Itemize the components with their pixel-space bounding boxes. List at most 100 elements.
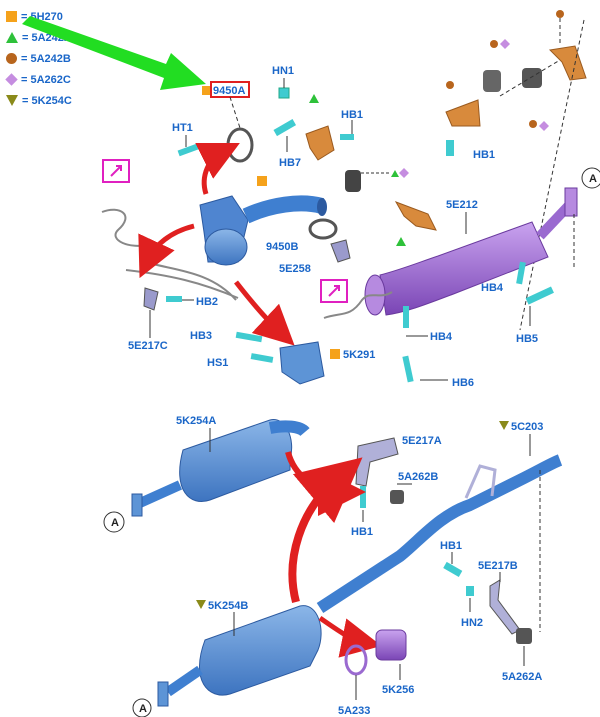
connector-A-bottom xyxy=(132,698,152,717)
external-link-icon xyxy=(328,285,340,297)
legend-label: = xyxy=(21,73,31,86)
diesel-particulate-filter-5E212 xyxy=(364,187,578,316)
external-link-icon xyxy=(110,165,122,177)
part-label-HT1: HT1 xyxy=(172,122,193,134)
fastener-HB5 xyxy=(525,286,554,326)
triangle-down-icon xyxy=(6,95,18,106)
fastener-HB3 xyxy=(235,331,263,343)
square-marker xyxy=(202,86,211,95)
legend-item: = 5A242B xyxy=(6,48,72,69)
part-label-HB1-top: HB1 xyxy=(341,109,363,121)
sensor-harness-mid xyxy=(323,291,393,319)
legend-label: = xyxy=(22,31,32,44)
part-label-5E258: 5E258 xyxy=(279,263,311,275)
legend-label: = xyxy=(22,94,32,107)
muffler-5K254B xyxy=(157,605,322,707)
part-label-5K254B: 5K254B xyxy=(208,600,248,612)
part-label-5K256: 5K256 xyxy=(382,684,414,696)
triangle-down-marker xyxy=(499,421,509,430)
part-label-9450B: 9450B xyxy=(266,241,298,253)
rubber-isolator-5A262B xyxy=(390,483,412,504)
red-arrow xyxy=(318,615,382,658)
part-label-HB3: HB3 xyxy=(190,330,212,342)
gasket-9450A xyxy=(226,96,254,163)
square-icon xyxy=(6,11,17,22)
intermediate-pipe-5C203 xyxy=(316,454,563,614)
legend-code: 5A242B xyxy=(30,52,71,65)
part-label-5E217A: 5E217A xyxy=(402,435,442,447)
connector-A-right xyxy=(581,167,600,189)
part-label-HB6: HB6 xyxy=(452,377,474,389)
part-label-HN1: HN1 xyxy=(272,65,294,77)
bracket-5K291 xyxy=(279,341,325,385)
fastener-HB4-right xyxy=(516,261,526,285)
bracket-assembly-top-right xyxy=(445,10,587,331)
legend-item: = 5A262C xyxy=(5,69,72,90)
bracket-5E217A xyxy=(355,437,399,487)
muffler-5K254A xyxy=(131,419,310,517)
triangle-down-marker xyxy=(196,600,206,609)
green-pointer-arrow xyxy=(22,16,206,90)
part-label-HB2: HB2 xyxy=(196,296,218,308)
part-label-5K291: 5K291 xyxy=(343,349,375,361)
fastener-HS1 xyxy=(250,353,274,363)
part-label-5E217B: 5E217B xyxy=(478,560,518,572)
part-label-HB4-right: HB4 xyxy=(481,282,504,294)
fastener-HN2 xyxy=(466,586,474,612)
red-arrow xyxy=(195,143,240,195)
legend-item: = 5K254C xyxy=(6,90,72,111)
part-label-9450A: 9450A xyxy=(213,85,245,97)
connector-A-mid xyxy=(103,511,125,533)
gasket-9450B xyxy=(308,218,338,240)
part-label-HB1-low: HB1 xyxy=(351,526,373,538)
bracket-5E217C xyxy=(143,287,159,338)
fastener-HN1 xyxy=(278,78,290,99)
square-marker xyxy=(257,176,267,186)
fastener-HB2 xyxy=(166,296,194,302)
legend-code: 5A262C xyxy=(30,73,71,86)
part-label-HB7: HB7 xyxy=(279,157,301,169)
part-label-HB5: HB5 xyxy=(516,333,538,345)
part-label-5A233: 5A233 xyxy=(338,705,370,717)
part-label-5E217C: 5E217C xyxy=(128,340,168,352)
sleeve-5K256 xyxy=(375,629,407,680)
red-arrow xyxy=(234,280,295,346)
part-label-HB1-lowright: HB1 xyxy=(440,540,462,552)
connector-label: A xyxy=(139,703,147,715)
part-label-5C203: 5C203 xyxy=(511,421,543,433)
triangle-up-icon xyxy=(6,32,18,43)
legend-label: = xyxy=(21,10,31,23)
circle-icon xyxy=(6,53,17,64)
part-label-HN2: HN2 xyxy=(461,617,483,629)
bracket-5E258 xyxy=(330,239,351,263)
catalytic-converter xyxy=(199,195,327,266)
part-label-HB1-right: HB1 xyxy=(473,149,495,161)
rubber-isolator-5A262A xyxy=(516,628,532,666)
legend-label: = xyxy=(21,52,31,65)
clamp-5A233 xyxy=(344,644,368,700)
fastener-HB6 xyxy=(402,355,448,383)
connector-label: A xyxy=(111,517,119,529)
square-marker xyxy=(330,349,340,359)
fastener-HB1-lowright xyxy=(443,552,463,577)
red-arrow xyxy=(288,457,363,604)
fastener-HB1-low xyxy=(360,486,366,522)
part-label-HB4-mid: HB4 xyxy=(430,331,453,343)
part-label-5A262B: 5A262B xyxy=(398,471,438,483)
legend-code: 5K254C xyxy=(31,94,72,107)
triangle-up-marker xyxy=(309,94,319,103)
legend: = 5H270 = 5A242A = 5A242B = 5A262C = 5K2… xyxy=(5,6,72,111)
bracket-5E217B xyxy=(489,572,521,635)
part-label-5A262A: 5A262A xyxy=(502,671,542,683)
part-label-5E212: 5E212 xyxy=(446,199,478,211)
connector-label: A xyxy=(589,173,597,185)
fastener-HB4-mid xyxy=(403,306,428,337)
fastener-HB7 xyxy=(273,119,297,152)
part-label-5K254A: 5K254A xyxy=(176,415,216,427)
rubber-hanger xyxy=(345,168,409,192)
fastener-HT1 xyxy=(177,135,199,157)
fastener-HB1-top xyxy=(340,120,354,140)
fastener-HB1-right xyxy=(446,140,454,156)
part-label-HS1: HS1 xyxy=(207,357,228,369)
